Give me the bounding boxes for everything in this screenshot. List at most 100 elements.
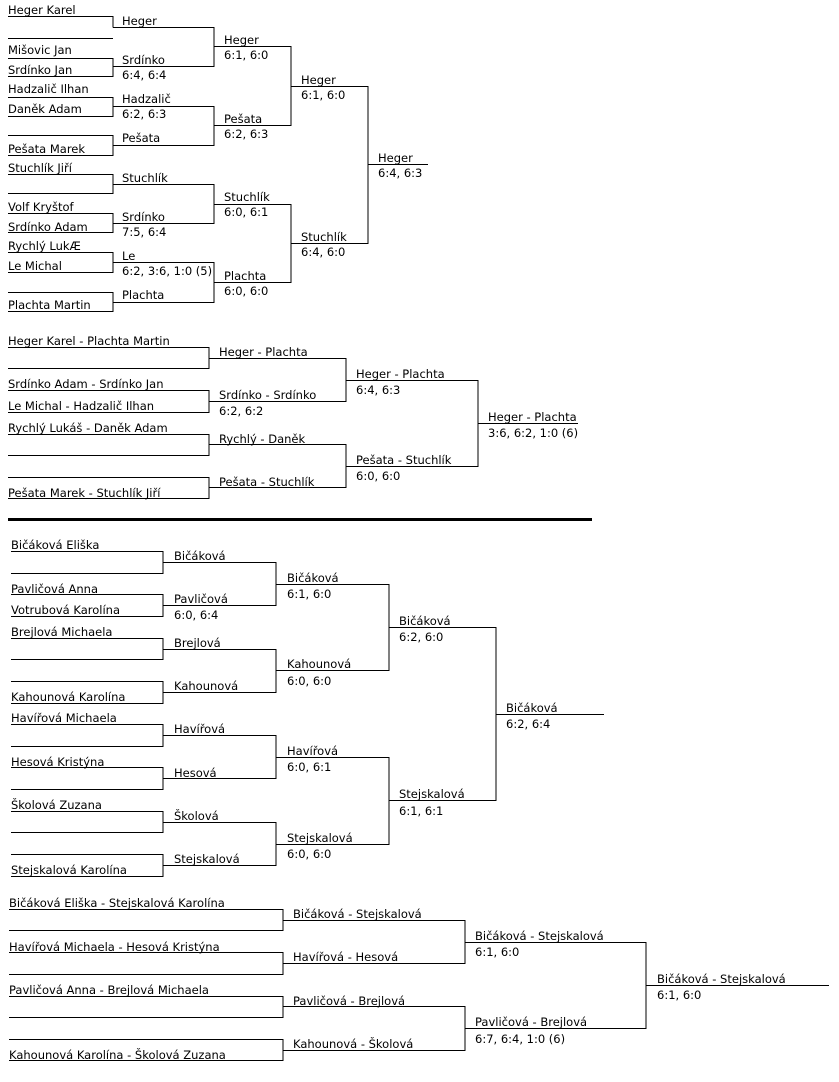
player-name: Stuchlík Jiří (8, 161, 72, 175)
match-score: 6:1, 6:0 (224, 48, 269, 62)
match-winner: Pešata - Stuchlík (219, 475, 315, 489)
bracket-line (11, 767, 164, 790)
match-score: 6:1, 6:0 (475, 945, 520, 959)
bracket-line (8, 58, 114, 77)
bracket-line (291, 86, 369, 244)
player-name: Srdínko Jan (8, 63, 73, 77)
match-winner: Heger (122, 14, 157, 28)
match-winner: Rychlý - Daněk (219, 432, 306, 446)
bracket-line (11, 551, 164, 574)
match-winner: Srdínko (122, 210, 165, 224)
pair-name: Pavličová Anna - Brejlová Michaela (9, 983, 209, 997)
bracket-line (8, 16, 114, 39)
champion-score: 6:1, 6:0 (657, 988, 702, 1002)
match-score: 6:0, 6:0 (287, 847, 332, 861)
champion-name: Bičáková - Stejskalová (657, 972, 786, 986)
match-winner: Bičáková - Stejskalová (293, 907, 422, 921)
pair-name: Kahounová Karolína - Školová Zuzana (9, 1048, 226, 1062)
match-winner: Bičáková (399, 614, 451, 628)
pair-name: Heger Karel - Plachta Martin (8, 334, 170, 348)
champion-score: 3:6, 6:2, 1:0 (6) (488, 426, 579, 440)
match-winner: Plachta (224, 269, 267, 283)
pair-name: Pešata Marek - Stuchlík Jiří (8, 486, 161, 500)
match-winner: Pešata (122, 131, 161, 145)
player-name: Pavličová Anna (11, 582, 99, 596)
player-name: Pešata Marek (8, 142, 86, 156)
champion-name: Heger - Plachta (488, 410, 577, 424)
match-score: 6:1, 6:0 (301, 88, 346, 102)
player-name: Hadzalič Ilhan (8, 82, 89, 96)
match-score: 6:0, 6:0 (224, 284, 269, 298)
bracket-line (8, 434, 210, 456)
match-winner: Školová (174, 809, 219, 823)
player-name: Bičáková Eliška (11, 538, 100, 552)
match-score: 6:0, 6:1 (287, 760, 332, 774)
player-name: Rychlý LukÆ (8, 239, 81, 253)
match-score: 6:0, 6:4 (174, 608, 219, 622)
player-name: Stejskalová Karolína (11, 863, 127, 877)
match-score: 6:4, 6:4 (122, 68, 167, 82)
bracket-line (9, 996, 284, 1018)
player-name: Brejlová Michaela (11, 625, 113, 639)
player-name: Heger Karel (8, 3, 76, 17)
match-score: 6:2, 6:2 (219, 404, 264, 418)
match-winner: Srdínko (122, 53, 165, 67)
champion-name: Heger (378, 151, 413, 165)
pair-name: Le Michal - Hadzalič Ilhan (8, 399, 155, 413)
match-winner: Stejskalová (399, 787, 465, 801)
match-score: 6:0, 6:0 (287, 674, 332, 688)
pair-name: Bičáková Eliška - Stejskalová Karolína (9, 896, 225, 910)
pair-name: Srdínko Adam - Srdínko Jan (8, 377, 164, 391)
bracket-line (11, 724, 164, 747)
bracket-line (11, 638, 164, 660)
match-winner: Heger - Plachta (219, 345, 308, 359)
player-name: Srdínko Adam (8, 220, 88, 234)
match-winner: Hadzalič (122, 92, 171, 106)
match-winner: Heger (224, 33, 259, 47)
bracket-line (8, 347, 210, 369)
match-score: 7:5, 6:4 (122, 225, 167, 239)
section-separator (8, 518, 592, 521)
match-winner: Bičáková (287, 571, 339, 585)
bracket-line (8, 174, 114, 194)
bracket-line (389, 627, 497, 801)
match-winner: Stejskalová (174, 852, 240, 866)
champion-score: 6:2, 6:4 (506, 717, 551, 731)
player-name: Votrubová Karolína (11, 603, 121, 617)
match-winner: Kahounová (287, 657, 352, 671)
match-winner: Havířová (287, 744, 339, 758)
player-name: Havířová Michaela (11, 711, 117, 725)
match-winner: Stejskalová (287, 831, 353, 845)
match-winner: Hesová (174, 766, 217, 780)
match-score: 6:2, 6:3 (224, 127, 269, 141)
match-winner: Stuchlík (122, 171, 168, 185)
match-winner: Plachta (122, 288, 165, 302)
match-winner: Le (122, 249, 136, 263)
player-name: Kahounová Karolína (11, 690, 126, 704)
match-winner: Pešata - Stuchlík (356, 453, 452, 467)
match-score: 6:0, 6:1 (224, 205, 269, 219)
bracket-line (11, 811, 164, 833)
match-winner: Kahounová - Školová (293, 1037, 414, 1051)
match-winner: Stuchlík (224, 190, 270, 204)
player-name: Plachta Martin (8, 298, 91, 312)
match-winner: Brejlová (174, 636, 221, 650)
match-winner: Havířová (174, 722, 226, 736)
match-winner: Havířová - Hesová (293, 950, 399, 964)
match-score: 6:1, 6:1 (399, 804, 444, 818)
match-winner: Heger (301, 73, 336, 87)
champion-score: 6:4, 6:3 (378, 166, 423, 180)
pair-name: Havířová Michaela - Hesová Kristýna (9, 940, 220, 954)
champion-name: Bičáková (506, 701, 558, 715)
match-winner: Stuchlík (301, 230, 347, 244)
match-winner: Pavličová - Brejlová (293, 994, 406, 1008)
match-score: 6:7, 6:4, 1:0 (6) (475, 1032, 566, 1046)
match-winner: Pavličová - Brejlová (475, 1015, 588, 1029)
match-score: 6:4, 6:0 (301, 245, 346, 259)
match-score: 6:1, 6:0 (287, 587, 332, 601)
match-score: 6:2, 3:6, 1:0 (5) (122, 264, 213, 278)
bracket-line (9, 909, 284, 931)
player-name: Le Michal (8, 259, 62, 273)
bracket-line (9, 952, 284, 975)
